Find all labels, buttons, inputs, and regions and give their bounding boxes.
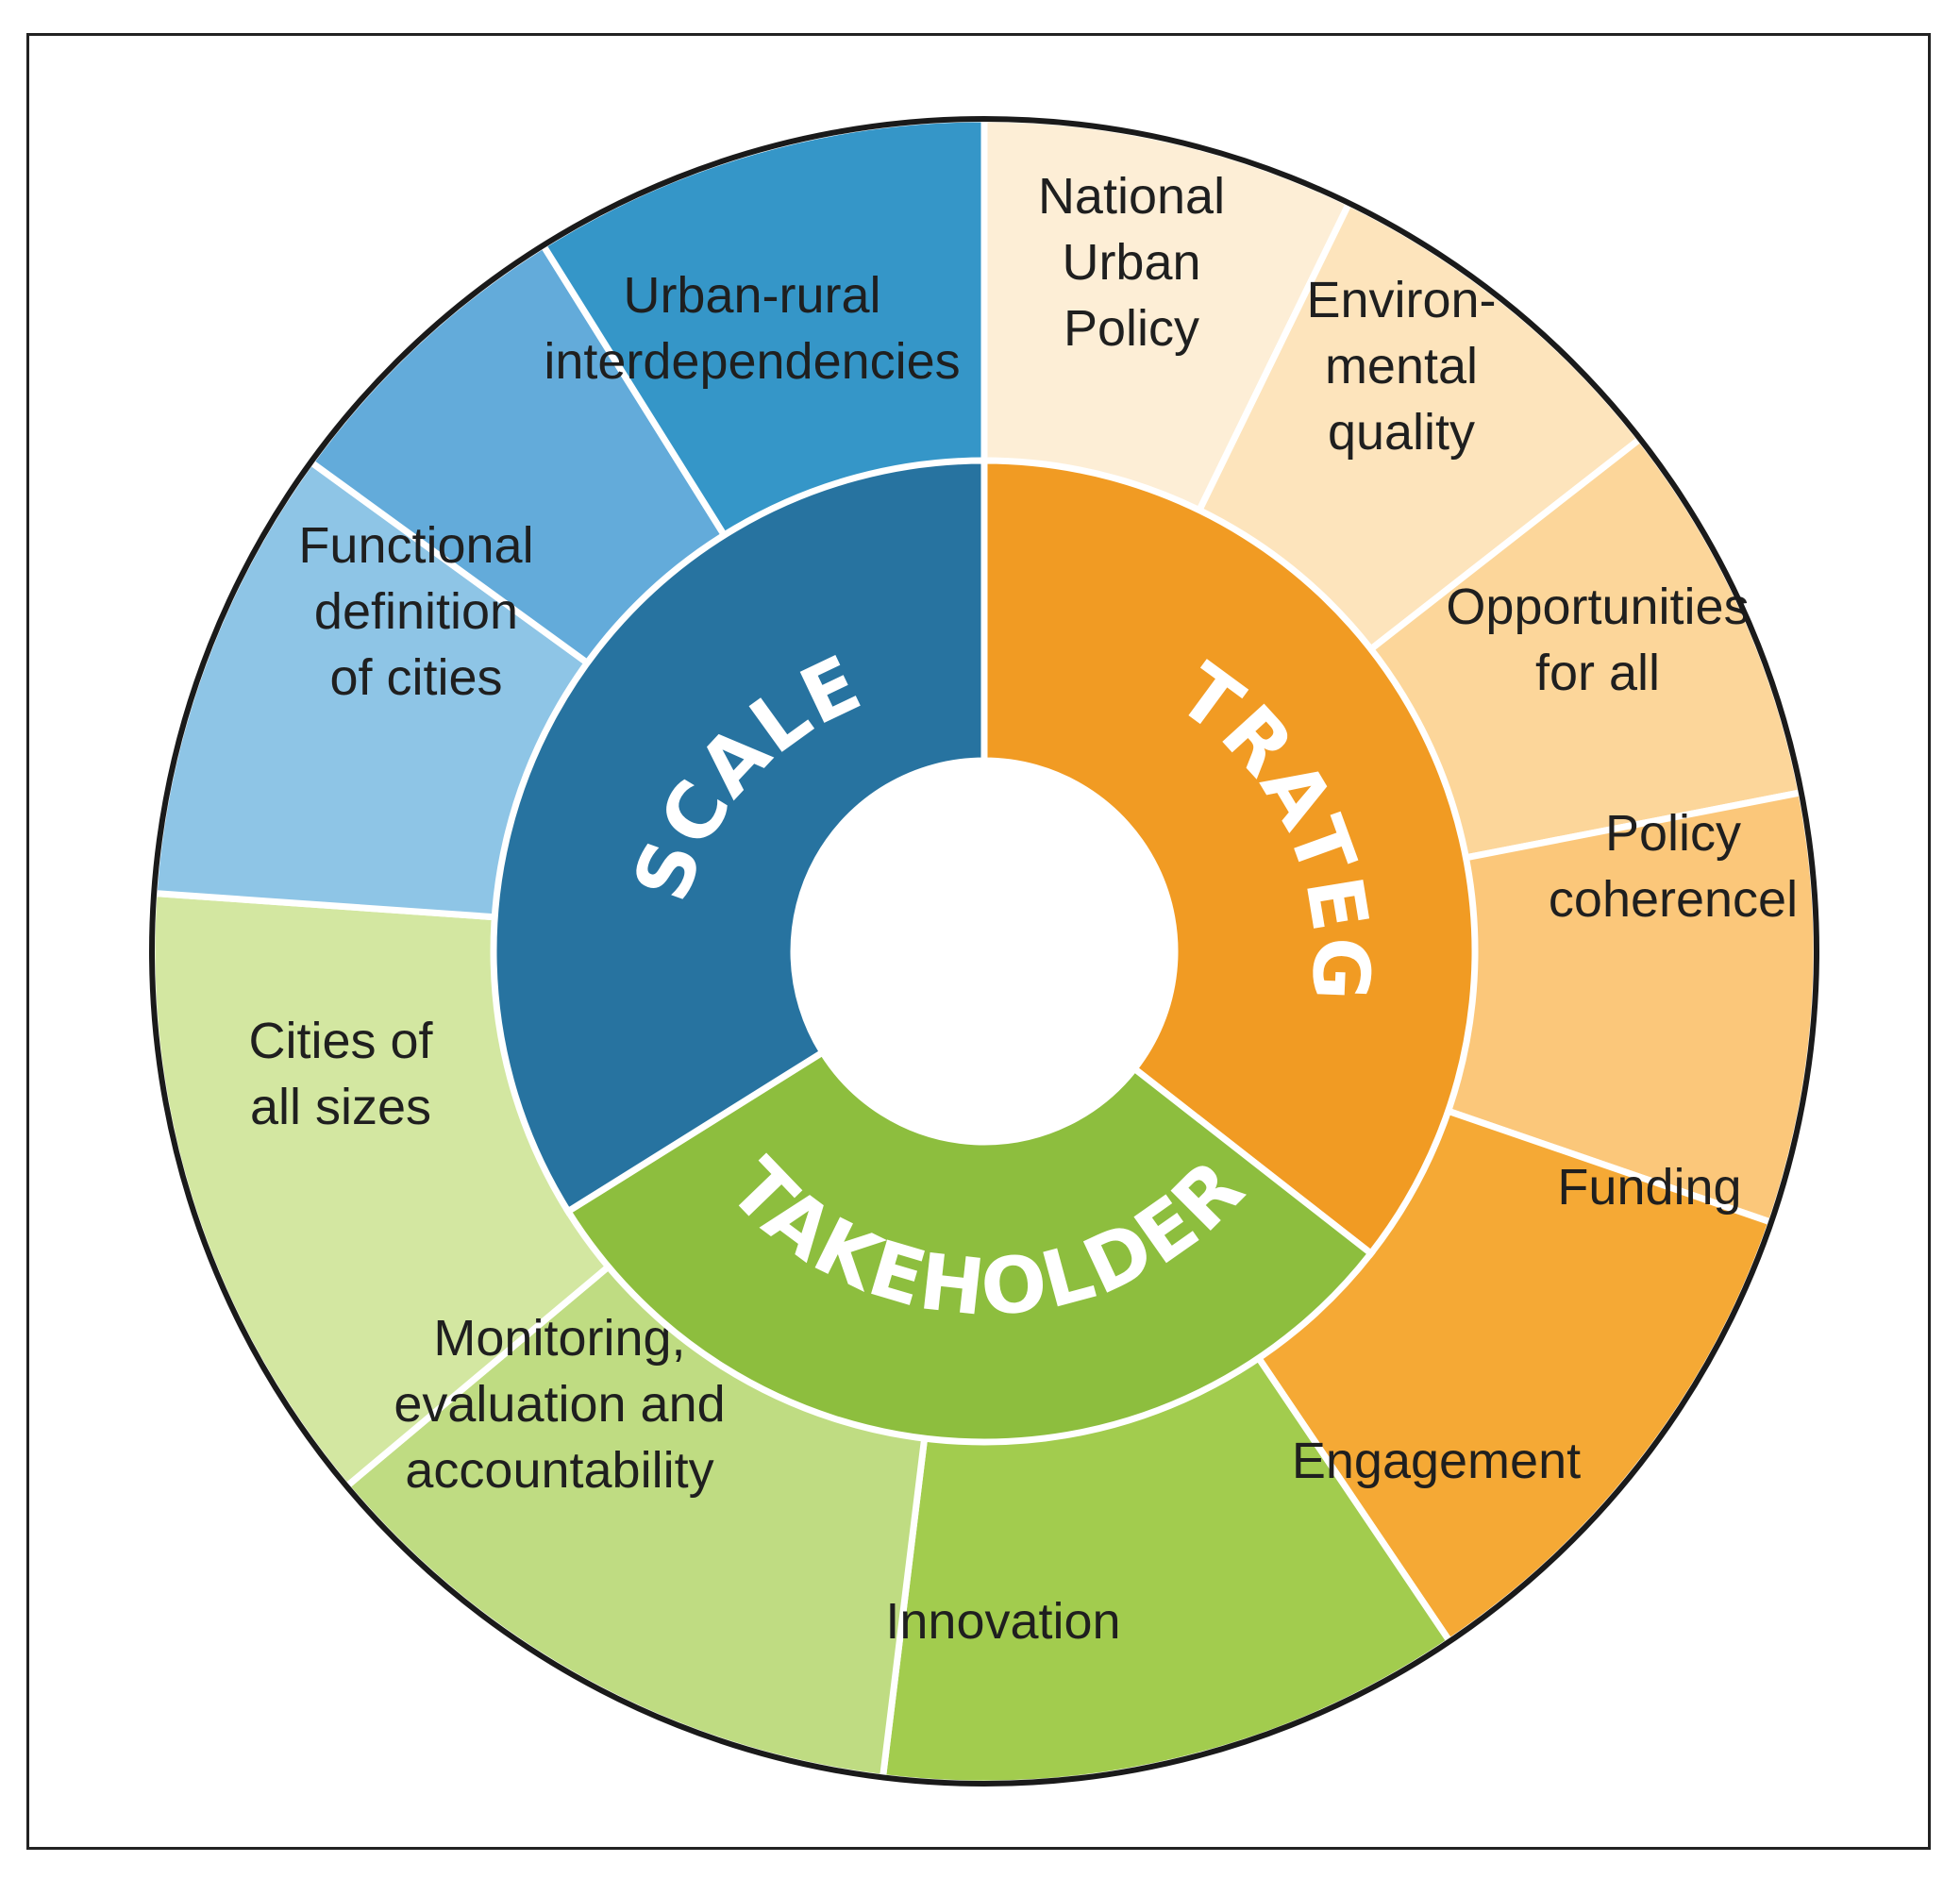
center-hole: [791, 758, 1178, 1145]
segment-label-line: Innovation: [885, 1593, 1120, 1650]
segment-label-line: Cities of: [248, 1013, 433, 1069]
segment-label-line: National: [1038, 168, 1225, 225]
segment-label-line: accountability: [405, 1442, 713, 1499]
inner-ring: [490, 457, 1479, 1446]
segment-label-line: mental: [1325, 338, 1478, 394]
segment-label-line: Monitoring,: [433, 1310, 685, 1367]
segment-label-line: Environ-: [1306, 272, 1496, 328]
segment-label-line: Functional: [298, 517, 533, 574]
segment-label-line: Opportunities: [1446, 579, 1749, 635]
segment-label-line: Engagement: [1292, 1433, 1581, 1489]
segment-label: Functional definition of cities: [298, 517, 533, 706]
segment-label-line: Urban: [1062, 234, 1200, 291]
segment-label: Engagement: [1292, 1433, 1581, 1489]
segment-label: Funding: [1557, 1159, 1741, 1216]
segment-label: Urban-rural interdependencies: [544, 267, 960, 390]
segment-label: Policy coherencel: [1549, 805, 1798, 928]
segment-label-line: of cities: [329, 649, 502, 706]
segment-label-line: all sizes: [250, 1079, 431, 1135]
segment-label-line: evaluation and: [394, 1376, 725, 1433]
segment-label-line: definition: [314, 583, 518, 640]
segment-label: Monitoring, evaluation and accountability: [394, 1310, 725, 1499]
segment-label: Opportunities for all: [1446, 579, 1749, 701]
segment-label-line: coherencel: [1549, 871, 1798, 928]
segment-label-line: Policy: [1064, 300, 1199, 357]
segment-label-line: Urban-rural: [623, 267, 880, 324]
segment-label-line: Policy: [1605, 805, 1741, 862]
segment-label: Environ-mental quality: [1306, 272, 1496, 461]
segment-label: Cities of all sizes: [248, 1013, 433, 1135]
segment-label: Innovation: [885, 1593, 1120, 1650]
segment-label-line: quality: [1328, 404, 1475, 461]
outer-rim: [149, 116, 1819, 1787]
segment-label-line: Funding: [1557, 1159, 1741, 1216]
segment-label-line: for all: [1535, 645, 1660, 701]
segment-label-line: interdependencies: [544, 333, 960, 390]
